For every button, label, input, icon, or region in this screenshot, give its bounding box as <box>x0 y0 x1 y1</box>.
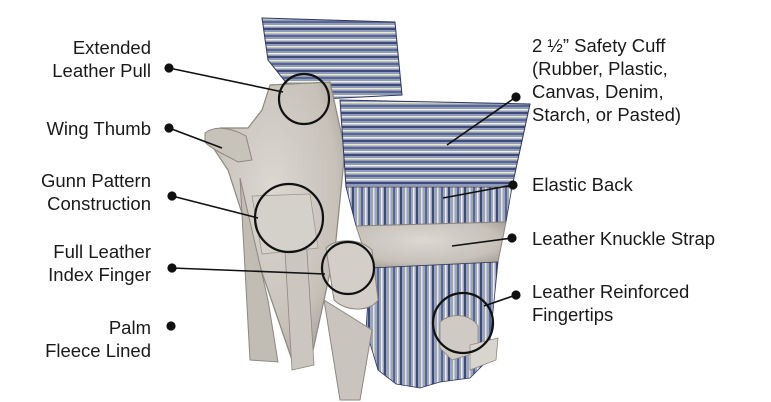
label-wing-thumb: Wing Thumb <box>46 117 151 140</box>
dot-palm-fleece <box>167 322 175 330</box>
label-palm-fleece: Palm Fleece Lined <box>45 316 151 362</box>
label-reinforced-fingertips: Leather Reinforced Fingertips <box>532 280 689 326</box>
dot-safety-cuff <box>512 93 520 101</box>
dot-extended-leather-pull <box>165 64 173 72</box>
front-glove <box>324 100 530 400</box>
label-full-leather-index: Full Leather Index Finger <box>48 240 151 286</box>
label-knuckle-strap: Leather Knuckle Strap <box>532 227 715 250</box>
dot-elastic-back <box>509 181 517 189</box>
dot-gunn-pattern <box>168 192 176 200</box>
label-safety-cuff: 2 ½” Safety Cuff (Rubber, Plastic, Canva… <box>532 34 681 126</box>
label-extended-leather-pull: Extended Leather Pull <box>52 36 151 82</box>
dot-full-leather <box>168 264 176 272</box>
dot-knuckle-strap <box>508 234 516 242</box>
leader-extended-leather-pull <box>169 68 283 92</box>
label-gunn-pattern: Gunn Pattern Construction <box>41 169 151 215</box>
dot-wing-thumb <box>165 124 173 132</box>
label-elastic-back: Elastic Back <box>532 173 633 196</box>
dot-fingertips <box>512 291 520 299</box>
